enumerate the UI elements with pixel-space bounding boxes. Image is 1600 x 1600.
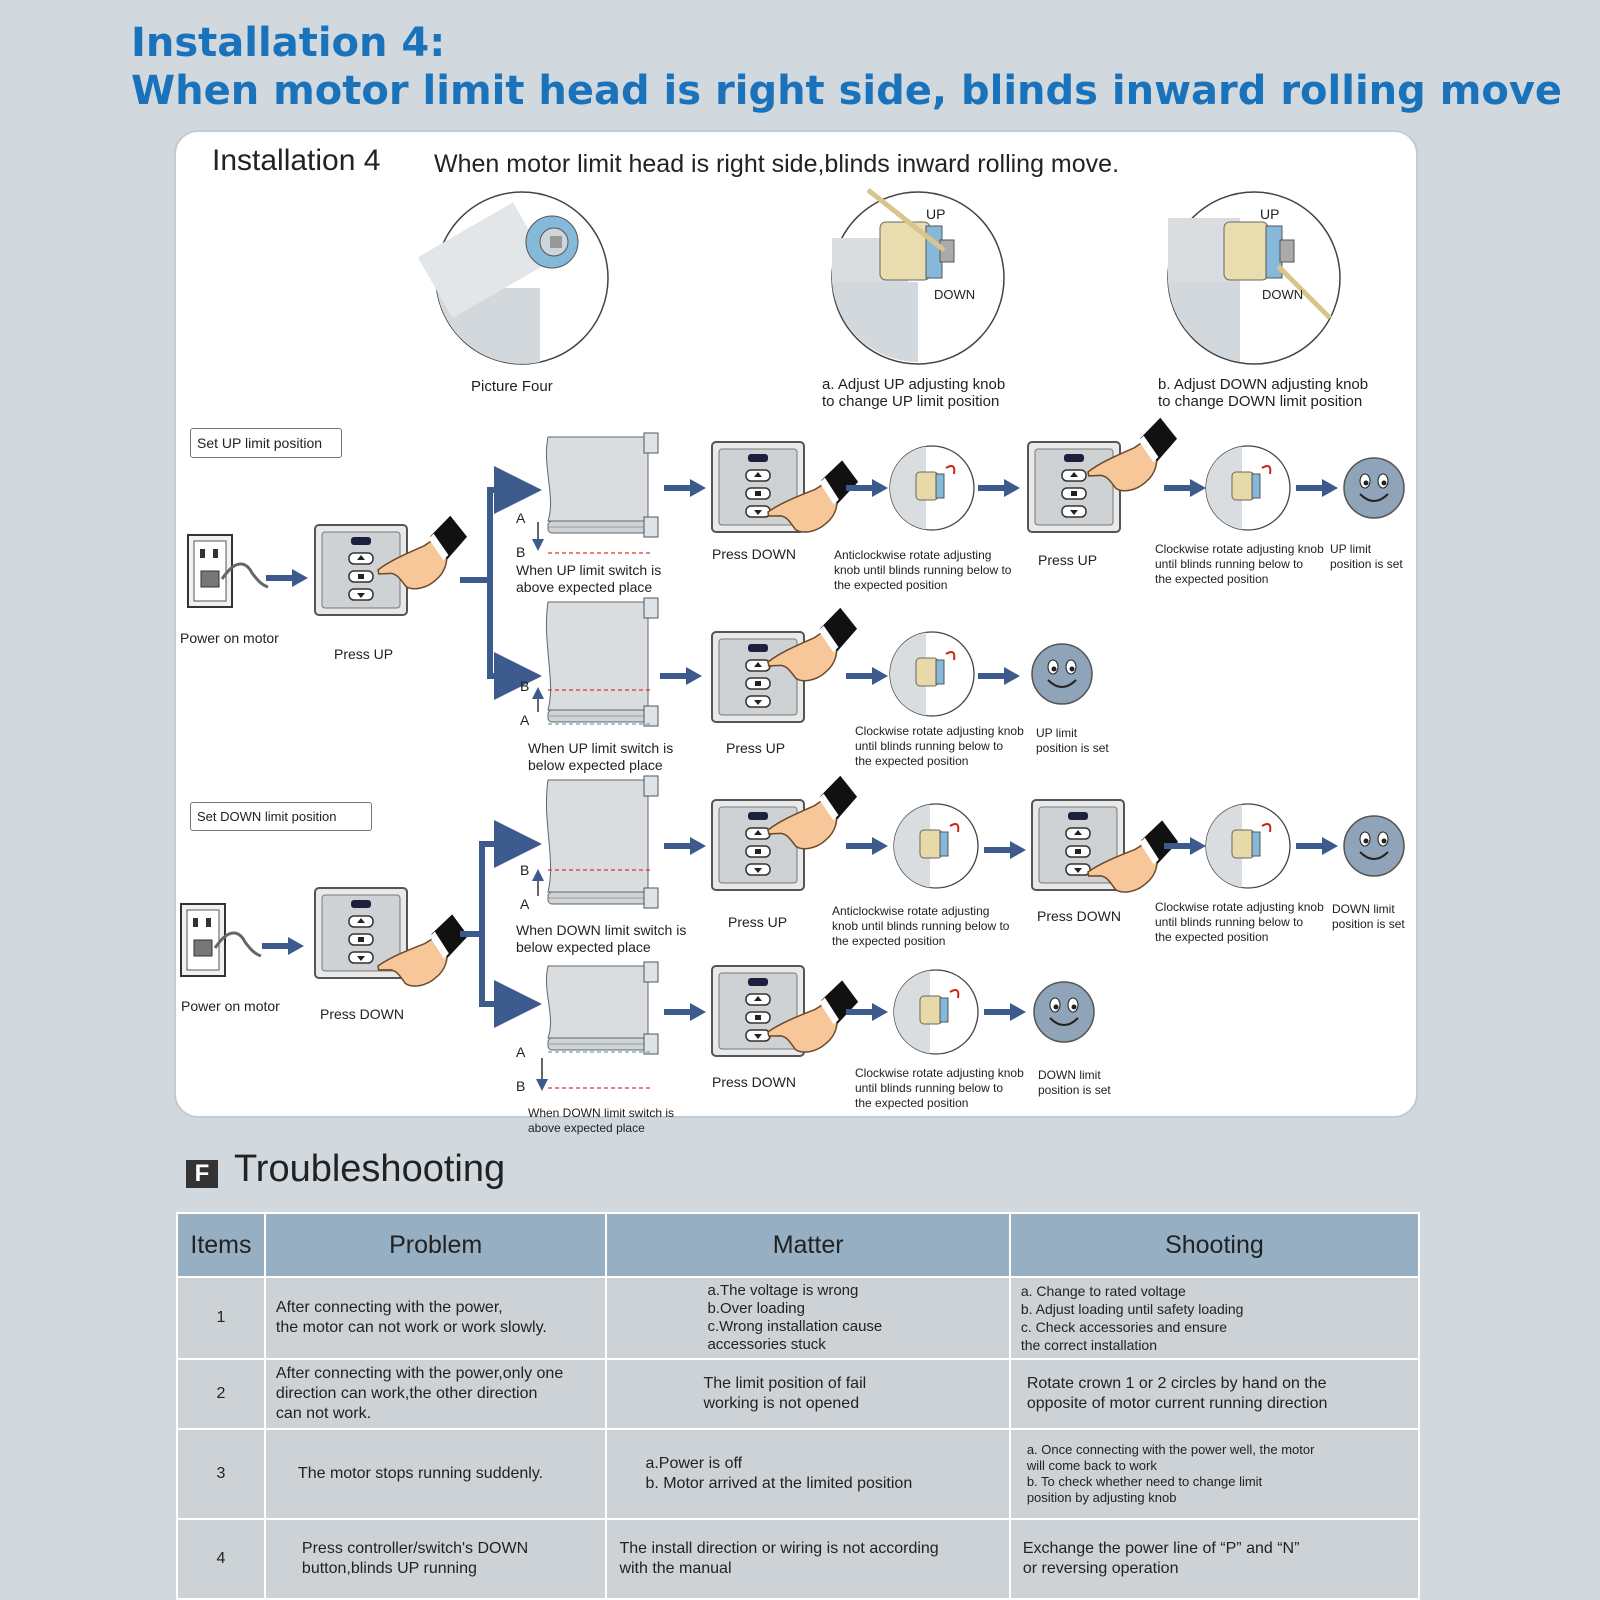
anticlockwise-caption: Anticlockwise rotate adjusting knob unti…: [832, 904, 1010, 948]
table-row: 4 Press controller/switch's DOWN button,…: [176, 1518, 1421, 1600]
knob-rotate-icon: [889, 445, 975, 531]
point-a-label: A: [516, 510, 526, 526]
column-header: Shooting: [1008, 1212, 1421, 1278]
matter-cell: a.Power is off b. Motor arrived at the l…: [605, 1428, 1011, 1520]
problem-cell: After connecting with the power,only one…: [263, 1358, 608, 1430]
power-on-motor-label: Power on motor: [180, 630, 279, 646]
point-a-label: A: [516, 1044, 526, 1060]
press-down-label: Press DOWN: [1037, 908, 1121, 924]
up-limit-set-caption: UP limit position is set: [1036, 726, 1109, 755]
up-above-caption: When UP limit switch is above expected p…: [516, 562, 662, 595]
down-below-caption: When DOWN limit switch is below expected…: [516, 922, 687, 955]
problem-cell: Press controller/switch's DOWN button,bl…: [263, 1518, 608, 1600]
problem-cell: The motor stops running suddenly.: [263, 1428, 608, 1520]
item-number: 3: [176, 1428, 266, 1520]
picture-four-caption: Picture Four: [471, 378, 553, 395]
point-b-label: B: [516, 1078, 526, 1094]
press-down-label: Press DOWN: [320, 1006, 404, 1022]
column-header: Problem: [263, 1212, 608, 1278]
diagram-graphics: [179, 188, 1405, 1091]
down-label: DOWN: [934, 287, 976, 302]
remote-press-up-icon: [1027, 441, 1121, 533]
problem-cell: After connecting with the power, the mot…: [263, 1276, 608, 1360]
up-below-caption: When UP limit switch is below expected p…: [528, 740, 674, 773]
page-heading-line1: Installation 4:: [131, 20, 446, 66]
table-row: 1 After connecting with the power, the m…: [176, 1276, 1421, 1360]
shooting-cell: Exchange the power line of “P” and “N” o…: [1008, 1518, 1421, 1600]
up-label: UP: [1260, 206, 1280, 222]
column-header: Matter: [605, 1212, 1011, 1278]
adjust-down-knob-illustration: [1167, 191, 1341, 365]
point-b-label: B: [516, 544, 526, 560]
installation-label: Installation 4: [212, 144, 381, 177]
page-heading-line2: When motor limit head is right side, bli…: [131, 68, 1563, 114]
clockwise-caption: Clockwise rotate adjusting knob until bl…: [1155, 542, 1324, 586]
installation-subtitle: When motor limit head is right side,blin…: [434, 150, 1120, 178]
point-a-label: A: [520, 896, 530, 912]
picture-four-illustration: [417, 191, 609, 365]
press-down-label: Press DOWN: [712, 1074, 796, 1090]
matter-cell: The install direction or wiring is not a…: [605, 1518, 1011, 1600]
down-above-caption: When DOWN limit switch is above expected…: [528, 1106, 675, 1135]
matter-cell: a.The voltage is wrong b.Over loading c.…: [605, 1276, 1011, 1360]
down-limit-set-caption: DOWN limit position is set: [1332, 902, 1405, 931]
point-b-label: B: [520, 678, 530, 694]
up-label: UP: [926, 206, 946, 222]
table-row: 2 After connecting with the power,only o…: [176, 1358, 1421, 1430]
clockwise-caption: Clockwise rotate adjusting knob until bl…: [1155, 900, 1324, 944]
press-down-label: Press DOWN: [712, 546, 796, 562]
press-up-label: Press UP: [726, 740, 786, 756]
blind-illustration: [545, 432, 659, 538]
press-up-label: Press UP: [334, 646, 394, 662]
shooting-cell: Rotate crown 1 or 2 circles by hand on t…: [1008, 1358, 1421, 1430]
section-letter-badge: F: [186, 1160, 218, 1188]
set-down-limit-tag: Set DOWN limit position: [190, 802, 372, 831]
table-header-row: Items Problem Matter Shooting: [176, 1212, 1421, 1278]
adjust-up-knob-illustration: [831, 188, 1005, 365]
anticlockwise-caption: Anticlockwise rotate adjusting knob unti…: [834, 548, 1012, 592]
point-a-label: A: [520, 712, 530, 728]
clockwise-caption: Clockwise rotate adjusting knob until bl…: [855, 724, 1024, 768]
item-number: 2: [176, 1358, 266, 1430]
item-number: 1: [176, 1276, 266, 1360]
table-row: 3 The motor stops running suddenly. a.Po…: [176, 1428, 1421, 1520]
shooting-cell: a. Change to rated voltage b. Adjust loa…: [1008, 1276, 1421, 1360]
down-limit-set-caption: DOWN limit position is set: [1038, 1068, 1111, 1097]
up-limit-set-caption: UP limit position is set: [1330, 542, 1403, 571]
outlet-icon-down: [179, 902, 263, 978]
matter-cell: The limit position of fail working is no…: [605, 1358, 1011, 1430]
outlet-icon-up: [186, 533, 270, 609]
item-number: 4: [176, 1518, 266, 1600]
troubleshooting-table: Items Problem Matter Shooting 1 After co…: [176, 1212, 1421, 1600]
troubleshooting-title: Troubleshooting: [234, 1148, 506, 1190]
press-up-label: Press UP: [728, 914, 788, 930]
smiley-icon: [1343, 457, 1405, 519]
shooting-cell: a. Once connecting with the power well, …: [1008, 1428, 1421, 1520]
adjust-up-caption: a. Adjust UP adjusting knob to change UP…: [822, 376, 1006, 410]
column-header: Items: [176, 1212, 266, 1278]
press-up-label: Press UP: [1038, 552, 1098, 568]
point-b-label: B: [520, 862, 530, 878]
set-up-limit-tag: Set UP limit position: [190, 428, 342, 458]
adjust-down-caption: b. Adjust DOWN adjusting knob to change …: [1158, 376, 1369, 410]
power-on-motor-label: Power on motor: [181, 998, 280, 1014]
down-label: DOWN: [1262, 287, 1304, 302]
clockwise-caption: Clockwise rotate adjusting knob until bl…: [855, 1066, 1024, 1110]
